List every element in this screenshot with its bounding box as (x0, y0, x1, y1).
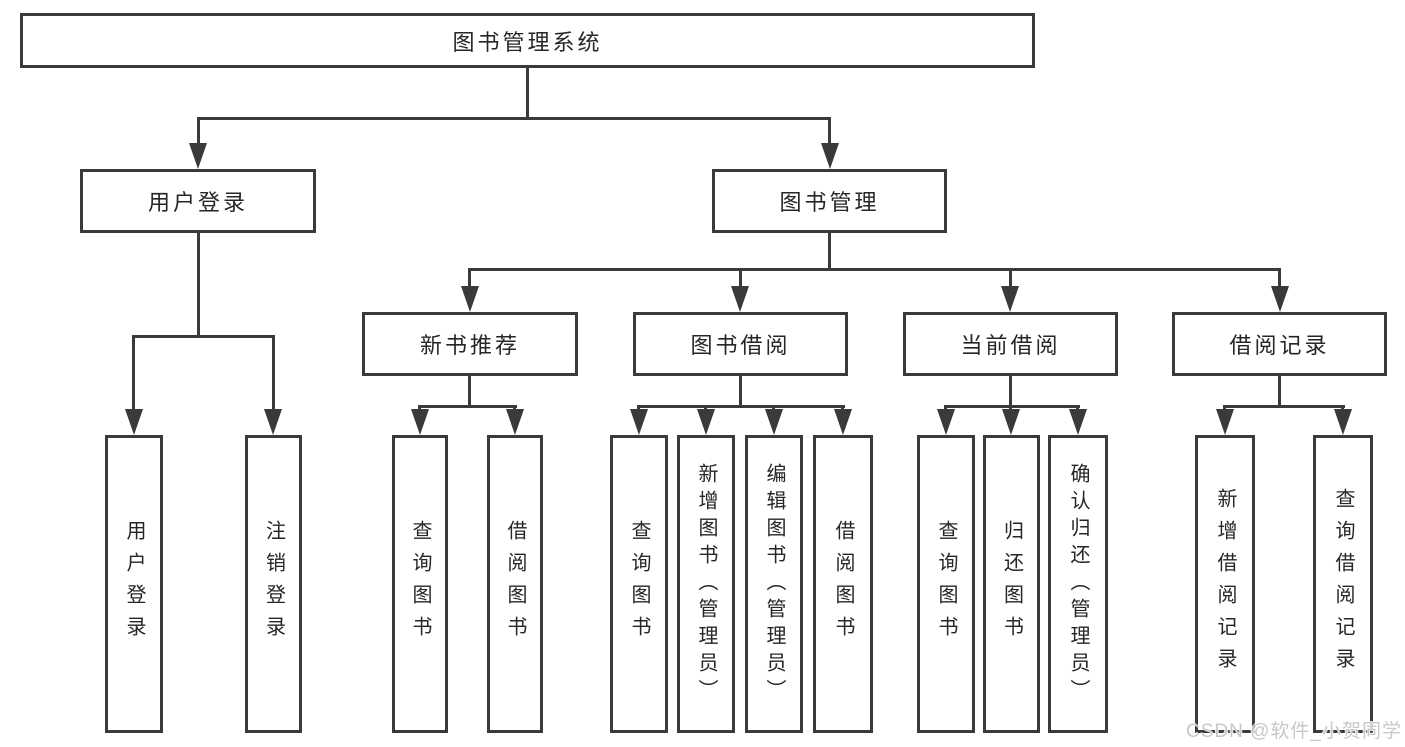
arrowhead-icon (697, 409, 715, 435)
arrowhead-icon (1001, 286, 1019, 312)
leaf-label: 查询借阅记录 (1332, 488, 1354, 680)
leaf-add-books-admin: 新增图书（管理员） (677, 435, 735, 733)
arrowhead-icon (834, 409, 852, 435)
node-label: 当前借阅 (960, 333, 1061, 358)
arrowhead-icon (506, 409, 524, 435)
node-book-borrowing: 图书借阅 (633, 312, 848, 376)
arrowhead-icon (264, 409, 282, 435)
node-current-borrowing: 当前借阅 (903, 312, 1118, 376)
flow-line (637, 405, 845, 408)
leaf-label: 注销登录 (262, 520, 285, 648)
leaf-label: 查询图书 (935, 520, 957, 648)
node-label: 图书借阅 (690, 333, 791, 358)
flow-line (828, 233, 831, 271)
leaf-label: 查询图书 (628, 520, 650, 648)
leaf-label: 查询图书 (409, 520, 431, 648)
arrowhead-icon (1271, 286, 1289, 312)
leaf-label: 确认归还（管理员） (1067, 462, 1089, 706)
flow-line (1278, 376, 1281, 408)
flow-line (1009, 268, 1012, 289)
arrowhead-icon (125, 409, 143, 435)
leaf-label: 用户登录 (123, 520, 145, 648)
leaf-return-books: 归还图书 (983, 435, 1040, 733)
node-label: 借阅记录 (1229, 333, 1330, 358)
arrowhead-icon (1216, 409, 1234, 435)
arrowhead-icon (1069, 409, 1087, 435)
leaf-label: 归还图书 (1000, 520, 1023, 648)
flow-line (944, 405, 1080, 408)
node-label: 图书管理 (779, 190, 880, 215)
arrowhead-icon (411, 409, 429, 435)
leaf-query-books-recommend: 查询图书 (392, 435, 448, 733)
flow-line (468, 268, 471, 289)
node-label: 图书管理系统 (452, 29, 603, 55)
leaf-label: 新增借阅记录 (1214, 488, 1236, 680)
flow-line (468, 268, 1281, 271)
leaf-label: 编辑图书（管理员） (763, 462, 785, 706)
leaf-confirm-return-admin: 确认归还（管理员） (1048, 435, 1108, 733)
flow-line (1009, 376, 1012, 408)
flow-line (197, 117, 200, 146)
arrowhead-icon (765, 409, 783, 435)
arrowhead-icon (731, 286, 749, 312)
node-borrowing-records: 借阅记录 (1172, 312, 1387, 376)
arrowhead-icon (821, 143, 839, 169)
leaf-label: 借阅图书 (504, 520, 526, 648)
flow-line (1223, 405, 1345, 408)
leaf-query-borrow-record: 查询借阅记录 (1313, 435, 1373, 733)
flow-line (272, 335, 275, 412)
flow-line (526, 68, 529, 117)
leaf-label: 新增图书（管理员） (695, 462, 717, 706)
node-label: 用户登录 (147, 190, 248, 215)
leaf-add-borrow-record: 新增借阅记录 (1195, 435, 1255, 733)
arrowhead-icon (1334, 409, 1352, 435)
leaf-label: 借阅图书 (832, 520, 854, 648)
flow-line (197, 233, 200, 335)
node-label: 新书推荐 (419, 333, 520, 358)
arrowhead-icon (461, 286, 479, 312)
leaf-query-books-borrowing: 查询图书 (610, 435, 668, 733)
node-new-book-recommend: 新书推荐 (362, 312, 578, 376)
node-library-system: 图书管理系统 (20, 13, 1035, 68)
flow-line (418, 405, 517, 408)
flow-line (468, 376, 471, 408)
flow-line (197, 117, 831, 120)
arrowhead-icon (1002, 409, 1020, 435)
arrowhead-icon (937, 409, 955, 435)
leaf-logout: 注销登录 (245, 435, 302, 733)
node-book-management: 图书管理 (712, 169, 947, 233)
node-user-login: 用户登录 (80, 169, 316, 233)
leaf-borrow-books-recommend: 借阅图书 (487, 435, 543, 733)
flow-line (739, 268, 742, 289)
flow-line (828, 117, 831, 146)
leaf-borrow-books: 借阅图书 (813, 435, 873, 733)
leaf-query-books-current: 查询图书 (917, 435, 975, 733)
flow-line (1278, 268, 1281, 289)
flow-line (739, 376, 742, 408)
flow-line (132, 335, 135, 412)
arrowhead-icon (189, 143, 207, 169)
flow-line (132, 335, 275, 338)
arrowhead-icon (630, 409, 648, 435)
leaf-edit-books-admin: 编辑图书（管理员） (745, 435, 803, 733)
watermark: CSDN @软件_小贺同学 (1186, 721, 1402, 742)
leaf-user-login: 用户登录 (105, 435, 163, 733)
